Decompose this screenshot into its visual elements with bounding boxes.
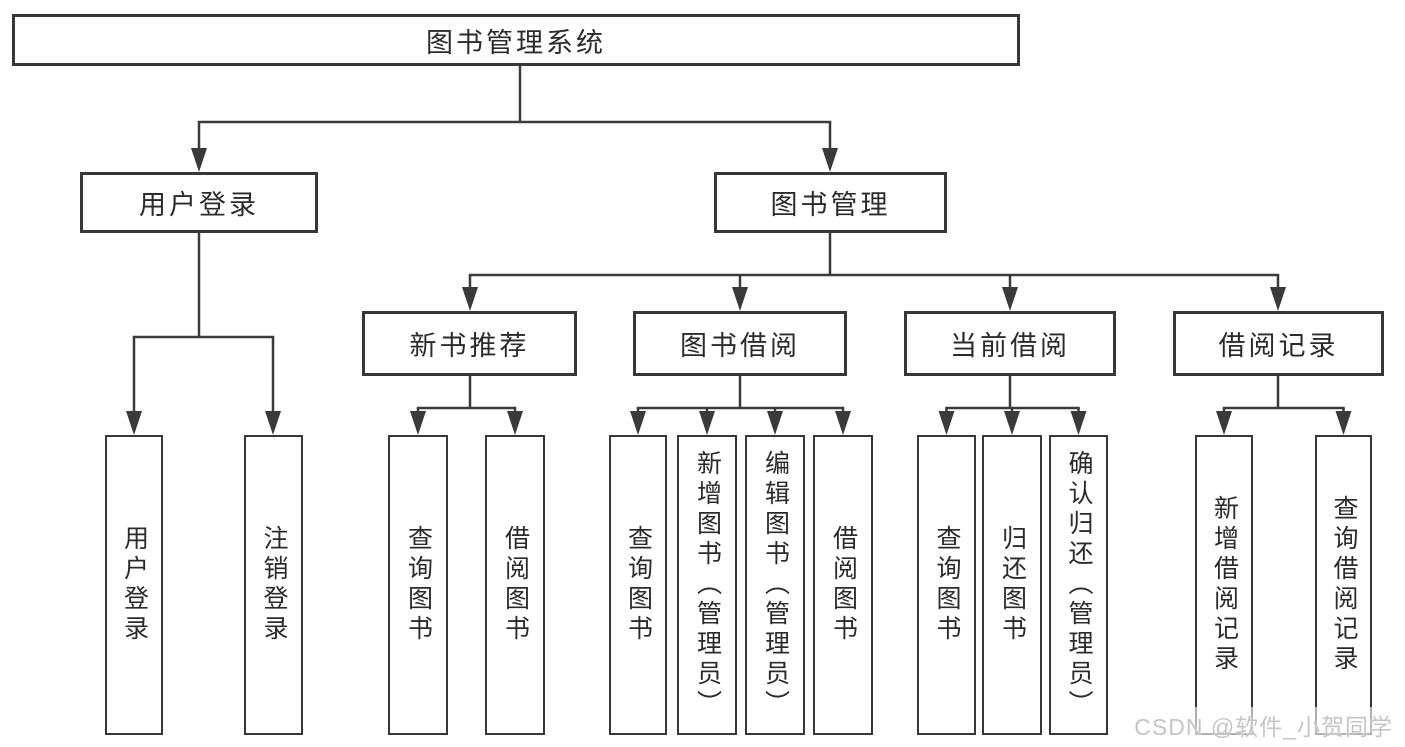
leaf-query-books-borrow: 查询图书 <box>609 435 667 735</box>
csdn-watermark: CSDN @软件_小贺同学 <box>1131 707 1396 743</box>
leaf-add-borrow-record: 新增借阅记录 <box>1195 435 1253 735</box>
leaf-query-books-recommend: 查询图书 <box>388 435 448 735</box>
node-new-book-recommend: 新书推荐 <box>362 311 577 376</box>
leaf-query-books-current: 查询图书 <box>917 435 976 735</box>
node-borrow-records: 借阅记录 <box>1173 311 1384 376</box>
leaf-logout: 注销登录 <box>244 435 303 735</box>
node-current-borrow: 当前借阅 <box>904 311 1116 376</box>
leaf-return-book: 归还图书 <box>982 435 1042 735</box>
node-root: 图书管理系统 <box>12 14 1020 66</box>
connector-root-to-level2 <box>191 66 838 172</box>
leaf-confirm-return-admin: 确认归还（管理员） <box>1049 435 1108 735</box>
connector-book-management-to-level3 <box>462 233 1286 311</box>
connector-user-login-to-leaves <box>126 233 281 435</box>
leaf-edit-book-admin: 编辑图书（管理员） <box>745 435 805 735</box>
connector-borrow-records-to-leaves <box>1216 376 1352 435</box>
node-user-login: 用户登录 <box>80 172 318 233</box>
node-book-borrow: 图书借阅 <box>633 311 847 376</box>
node-book-management: 图书管理 <box>714 172 947 233</box>
connector-book-borrow-to-leaves <box>630 376 851 435</box>
leaf-user-login: 用户登录 <box>105 435 163 735</box>
leaf-borrow-books-borrow: 借阅图书 <box>813 435 873 735</box>
leaf-borrow-books-recommend: 借阅图书 <box>485 435 545 735</box>
leaf-add-book-admin: 新增图书（管理员） <box>677 435 737 735</box>
connector-new-book-recommend-to-leaves <box>410 376 523 435</box>
connector-current-borrow-to-leaves <box>938 376 1087 435</box>
leaf-query-borrow-record: 查询借阅记录 <box>1315 435 1372 735</box>
